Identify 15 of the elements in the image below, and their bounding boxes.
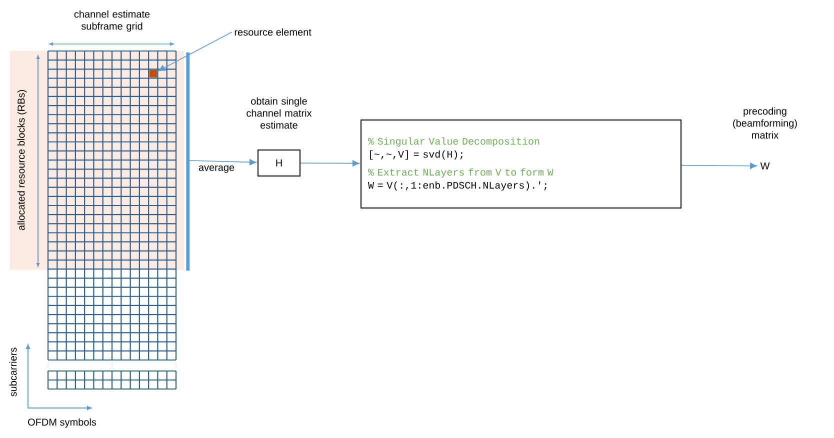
matrix-box: H (258, 150, 300, 176)
box-heading: obtain single channel matrix estimate (246, 97, 312, 129)
callout-text: resource element (234, 28, 312, 36)
axis-label: allocated resource blocks (RBs) (17, 90, 27, 230)
grid-title: channel estimate subframe grid (74, 10, 150, 32)
output-text: W (760, 162, 770, 170)
axis-label: OFDM symbols (28, 418, 96, 428)
code-box: % Singular Value Decomposition [~,~,V] = svd(H); % Extract NLayers from V to form W W = V(:,1:enb.PDSCH.NLayers).'; (360, 120, 682, 208)
arrow (300, 160, 360, 166)
arrow (186, 52, 256, 271)
arrow (681, 162, 758, 170)
edge-label: average (198, 165, 234, 173)
axis-label: subcarriers (9, 348, 17, 396)
leader-line (158, 32, 232, 72)
output-heading: precoding (beamforming) matrix (733, 107, 797, 139)
